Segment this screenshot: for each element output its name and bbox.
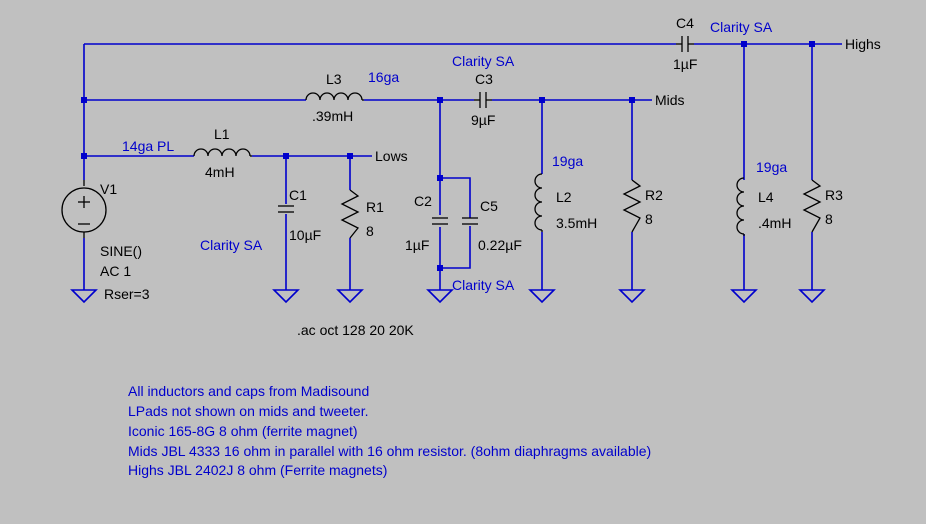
l4-ref-label: L4	[758, 189, 774, 205]
ground-symbol	[426, 289, 454, 304]
junction-dot	[347, 153, 353, 159]
ground-symbol	[730, 289, 758, 304]
junction-dot	[809, 41, 815, 47]
junction-dot	[283, 153, 289, 159]
r2-resistor-symbol[interactable]	[622, 179, 642, 233]
c5-ref-label: C5	[480, 198, 498, 214]
c2-ref-label: C2	[414, 193, 432, 209]
note-line: LPads not shown on mids and tweeter.	[128, 403, 368, 419]
note-line: All inductors and caps from Madisound	[128, 383, 369, 399]
l4-inductor-symbol[interactable]	[736, 177, 745, 236]
l3-ref-label: L3	[326, 71, 342, 87]
l4-wire-gauge-label: 19ga	[756, 159, 787, 175]
v1-ref-label: V1	[100, 181, 117, 197]
notes-block: All inductors and caps from Madisound LP…	[128, 383, 651, 478]
v1-source-symbol[interactable]	[61, 180, 107, 238]
ground-symbol	[798, 289, 826, 304]
l1-wire-gauge-label: 14ga PL	[122, 138, 174, 154]
c3-ref-label: C3	[475, 71, 493, 87]
spice-directive[interactable]: .ac oct 128 20 20K	[297, 322, 414, 338]
c3-type-label: Clarity SA	[452, 53, 515, 69]
wire-c5-loop	[440, 177, 471, 269]
r3-ref-label: R3	[825, 187, 843, 203]
c4-type-label: Clarity SA	[710, 19, 773, 35]
l2-value-label: 3.5mH	[556, 215, 597, 231]
c1-capacitor-symbol[interactable]	[278, 205, 294, 213]
note-line: Highs JBL 2402J 8 ohm (Ferrite magnets)	[128, 462, 387, 478]
l1-value-label: 4mH	[205, 164, 235, 180]
l3-value-label: .39mH	[312, 108, 353, 124]
c4-value-label: 1µF	[673, 56, 697, 72]
r1-resistor-symbol[interactable]	[340, 189, 360, 239]
r2-value-label: 8	[645, 211, 653, 227]
note-line: Iconic 165-8G 8 ohm (ferrite magnet)	[128, 423, 358, 439]
v1-rser-label: Rser=3	[104, 286, 150, 302]
l1-ref-label: L1	[214, 126, 230, 142]
junction-dot	[539, 97, 545, 103]
junction-dot	[629, 97, 635, 103]
l1-inductor-symbol[interactable]	[193, 148, 252, 157]
r1-value-label: 8	[366, 223, 374, 239]
ground-symbol	[528, 289, 556, 304]
junction-dot	[81, 97, 87, 103]
r2-ref-label: R2	[645, 187, 663, 203]
ground-symbol	[272, 289, 300, 304]
v1-sine-label: SINE()	[100, 243, 142, 259]
ground-symbols	[70, 289, 826, 304]
note-line: Mids JBL 4333 16 ohm in parallel with 16…	[128, 443, 651, 459]
c3-capacitor-symbol[interactable]	[474, 92, 492, 108]
c1-value-label: 10µF	[289, 227, 321, 243]
junction-dot	[437, 265, 443, 271]
c1-ref-label: C1	[289, 187, 307, 203]
c5-capacitor-symbol[interactable]	[462, 217, 478, 225]
r3-value-label: 8	[825, 211, 833, 227]
ground-symbol	[618, 289, 646, 304]
c2-value-label: 1µF	[405, 237, 429, 253]
c5-value-label: 0.22µF	[478, 237, 522, 253]
wires	[83, 43, 842, 290]
l2-wire-gauge-label: 19ga	[552, 153, 583, 169]
ground-symbol	[336, 289, 364, 304]
net-label-lows: Lows	[375, 148, 408, 164]
l2-inductor-symbol[interactable]	[534, 173, 543, 232]
l2-ref-label: L2	[556, 189, 572, 205]
l3-inductor-symbol[interactable]	[305, 92, 364, 101]
junctions	[81, 41, 815, 271]
r1-ref-label: R1	[366, 199, 384, 215]
r3-resistor-symbol[interactable]	[802, 179, 822, 233]
c2-c5-type-label: Clarity SA	[452, 277, 515, 293]
c4-capacitor-symbol[interactable]	[676, 36, 694, 52]
junction-dot	[81, 153, 87, 159]
net-label-highs: Highs	[845, 36, 881, 52]
c3-value-label: 9µF	[471, 112, 495, 128]
c2-capacitor-symbol[interactable]	[430, 215, 450, 227]
junction-dot	[741, 41, 747, 47]
junction-dot	[437, 175, 443, 181]
net-label-mids: Mids	[655, 92, 685, 108]
l3-wire-gauge-label: 16ga	[368, 69, 399, 85]
v1-ac-label: AC 1	[100, 263, 131, 279]
c1-type-label: Clarity SA	[200, 237, 263, 253]
junction-dot	[437, 97, 443, 103]
l4-value-label: .4mH	[758, 215, 791, 231]
c4-ref-label: C4	[676, 15, 694, 31]
ground-symbol	[70, 289, 98, 304]
